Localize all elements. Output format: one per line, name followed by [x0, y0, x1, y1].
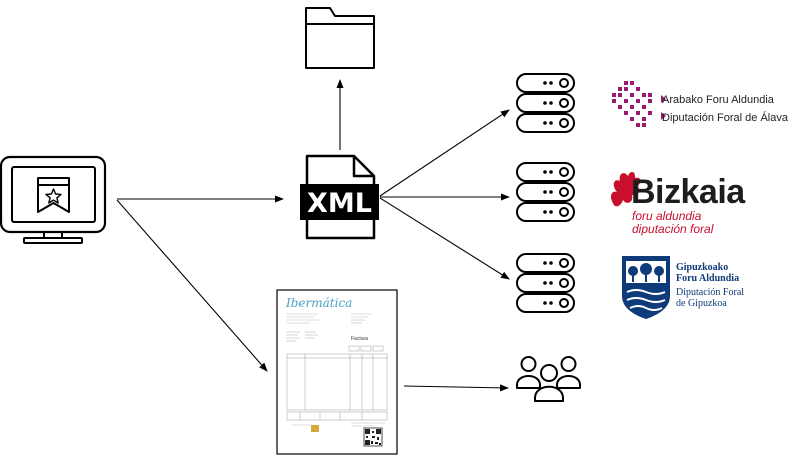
invoice-title: Factura: [351, 336, 368, 342]
xml-label: XML: [307, 188, 372, 219]
gipuzkoa-logo-line3: Diputación Foral: [676, 287, 745, 298]
xml-file-icon: XML: [300, 154, 379, 240]
bizkaia-logo-line2: diputación foral: [632, 222, 714, 236]
server-rack-icon-1: [516, 73, 575, 133]
alava-logo-line1: Arabako Foru Aldundia: [662, 94, 774, 106]
folder-icon: [305, 7, 375, 69]
qr-code: [363, 427, 383, 447]
invoice-brand: Ibermática: [286, 296, 353, 310]
alava-logo-mark: [612, 81, 666, 127]
arrow-invoice-to-users: [403, 384, 509, 392]
bizkaia-logo-name: Bizkaia: [631, 173, 745, 211]
arrow-monitor-to-invoice: [116, 199, 268, 372]
user-group-icon: [516, 356, 581, 402]
server-rack-icon-2: [516, 162, 575, 222]
bizkaia-leaf-mark: [610, 172, 641, 207]
bizkaia-logo-line1: foru aldundia: [632, 209, 702, 223]
alava-logo-line2: Diputación Foral de Álava: [662, 112, 788, 124]
gipuzkoa-logo-line4: de Gipuzkoa: [676, 298, 727, 309]
invoice-document: [276, 289, 398, 455]
gipuzkoa-shield-mark: [622, 256, 670, 319]
gipuzkoa-logo-line2: Foru Aldundia: [676, 273, 740, 284]
arrow-xml-to-server-1: [379, 109, 510, 197]
monitor-bookmark-icon: [0, 155, 107, 244]
arrow-xml-to-server-3: [379, 197, 510, 280]
gipuzkoa-logo-line1: Gipuzkoako: [676, 262, 729, 273]
arrows: [116, 79, 510, 392]
server-rack-icon-3: [516, 253, 575, 313]
